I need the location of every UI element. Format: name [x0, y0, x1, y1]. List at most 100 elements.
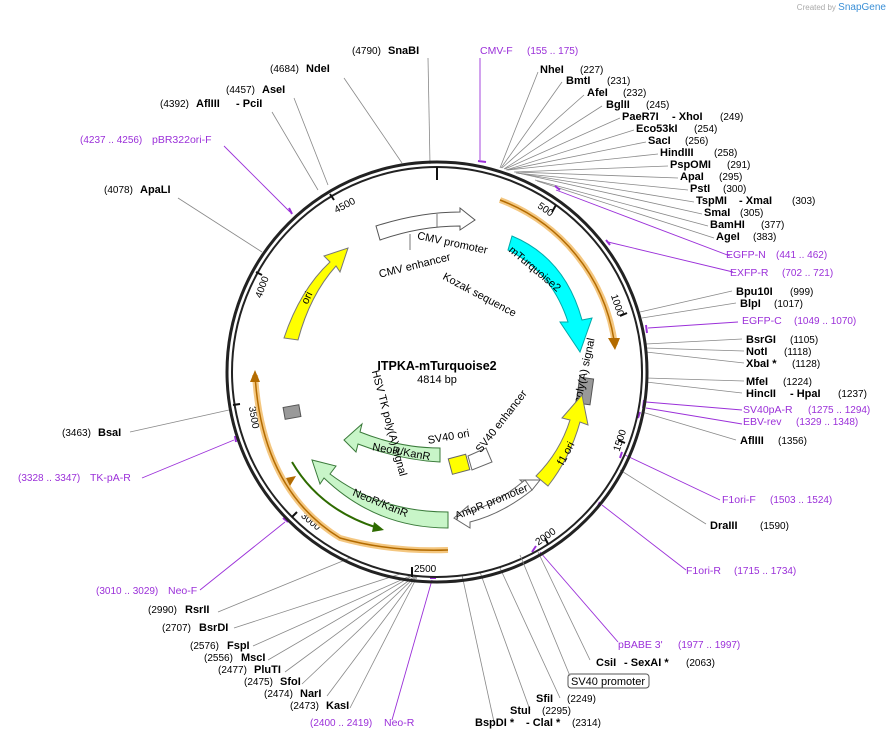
label-sv40-promoter: SV40 promoter [571, 676, 645, 688]
sv40-ori-box [447, 453, 471, 475]
enzyme-bamhi-pos: (377) [761, 220, 784, 231]
primer-exfp-r: EXFP-R [730, 267, 769, 279]
primer-pbabe-3: pBABE 3' [618, 639, 663, 651]
enzyme-xhoi-name: XhoI [679, 111, 703, 123]
enzyme-noti: NotI [746, 346, 767, 358]
enzyme-asei: AseI [262, 84, 285, 96]
enzyme-pspomi: PspOMI [670, 159, 711, 171]
enzyme-paer7i: PaeR7I [622, 111, 659, 123]
enzyme-afliii-right: AflIII [740, 435, 764, 447]
enzyme-stui-pos: (2295) [542, 706, 571, 717]
enzyme-afliii-left-pos: (4392) [160, 99, 189, 110]
enzyme-xbai-pos: (1128) [792, 359, 820, 370]
enzyme-fspi: FspI [227, 640, 250, 652]
neor-kanr-inner-arrow [343, 422, 441, 463]
enzyme-afliii-right-pos: (1356) [778, 436, 807, 447]
enzyme-nari-pos: (2474) [264, 689, 293, 700]
enzyme-bsrgi: BsrGI [746, 334, 776, 346]
enzyme-csii-pos: (2063) [686, 658, 715, 669]
credit-prefix: Created by [796, 3, 836, 12]
enzyme-eco53ki-pos: (254) [694, 124, 717, 135]
enzyme-sfoi-pos: (2475) [244, 677, 273, 688]
enzyme-clai-name: ClaI * [533, 717, 561, 729]
enzyme-saci-pos: (256) [685, 136, 708, 147]
enzyme-mfei-pos: (1224) [783, 377, 812, 388]
sv40-promoter-box-outline [567, 673, 650, 689]
primer-cmv-f: CMV-F [480, 45, 513, 57]
enzyme-afei: AfeI [587, 87, 608, 99]
enzyme-bspdi: BspDI * [475, 717, 515, 729]
tick-4000: 4000 [254, 275, 272, 300]
primer-egfp-n: EGFP-N [726, 249, 766, 261]
enzyme-snabi: SnaBI [388, 45, 419, 57]
primer-f1ori-r: F1ori-R [686, 565, 721, 577]
enzyme-stui: StuI [510, 705, 531, 717]
primer-f1ori-r-range: (1715 .. 1734) [734, 566, 796, 577]
enzyme-msci: MscI [241, 652, 265, 664]
primer-neo-r-range: (2400 .. 2419) [310, 718, 372, 729]
enzyme-apai-pos: (295) [719, 172, 742, 183]
enzyme-hincii-pos: (1237) [838, 389, 867, 400]
enzyme-hindiii-pos: (258) [714, 148, 737, 159]
enzyme-rsrii: RsrII [185, 604, 209, 616]
enzyme-leader-lines-left [129, 57, 431, 709]
enzyme-bsrgi-pos: (1105) [790, 335, 818, 346]
enzyme-kasi: KasI [326, 700, 349, 712]
plasmid-length: 4814 bp [417, 374, 457, 386]
primer-egfp-c-range: (1049 .. 1070) [794, 316, 856, 327]
primer-f1ori-f-range: (1503 .. 1524) [770, 495, 832, 506]
label-f1-ori: f1 ori [555, 440, 577, 467]
enzyme-bsrdi-pos: (2707) [162, 623, 191, 634]
snapgene-logo-text: SnapGene [838, 2, 886, 13]
enzyme-clai: - ClaI * [526, 717, 561, 729]
enzyme-apali-pos: (4078) [104, 185, 133, 196]
enzyme-xbai: XbaI * [746, 358, 777, 370]
primer-egfp-n-range: (441 .. 462) [776, 250, 827, 261]
tick-4500: 4500 [333, 196, 358, 216]
enzyme-noti-pos: (1118) [784, 347, 811, 358]
enzyme-bglii-pos: (245) [646, 100, 669, 111]
label-ori: ori [299, 290, 315, 306]
enzyme-fspi-pos: (2576) [190, 641, 219, 652]
plasmid-name: ITPKA-mTurquoise2 [377, 359, 496, 373]
label-ampr-promoter: AmpR promoter [453, 482, 530, 522]
enzyme-bamhi: BamHI [710, 219, 745, 231]
enzyme-ndei-pos: (4684) [270, 64, 299, 75]
primer-neo-f-range: (3010 .. 3029) [96, 586, 158, 597]
primer-tk-pa-r: TK-pA-R [90, 472, 131, 484]
enzyme-eco53ki: Eco53kI [636, 123, 678, 135]
enzyme-sexai: - SexAI * [624, 657, 669, 669]
primer-pbabe-3-range: (1977 .. 1997) [678, 640, 740, 651]
enzyme-bmti-pos: (231) [607, 76, 630, 87]
enzyme-draiii-pos: (1590) [760, 521, 789, 532]
enzyme-blpi-pos: (1017) [774, 299, 803, 310]
tick-2500: 2500 [414, 564, 437, 575]
ori-arrow [283, 247, 349, 341]
enzyme-apali: ApaLI [140, 184, 171, 196]
primer-ebv-rev: EBV-rev [743, 416, 782, 428]
enzyme-nhei-pos: (227) [580, 65, 603, 76]
enzyme-saci: SacI [648, 135, 671, 147]
ampr-promoter-arrow [453, 479, 533, 529]
neo-green-bar [291, 461, 379, 529]
enzyme-blpi: BlpI [740, 298, 761, 310]
primer-sv40pa-r-range: (1275 .. 1294) [808, 405, 870, 416]
enzyme-asei-pos: (4457) [226, 85, 255, 96]
primer-f1ori-f: F1ori-F [722, 494, 756, 506]
primer-labels: CMV-F (155 .. 175) EGFP-N (441 .. 462) E… [18, 45, 870, 729]
label-cmv-promoter: CMV promoter [416, 230, 489, 257]
enzyme-xmai: - XmaI [739, 195, 772, 207]
enzyme-msci-pos: (2556) [204, 653, 233, 664]
enzyme-bmti: BmtI [566, 75, 590, 87]
enzyme-bsai: BsaI [98, 427, 121, 439]
primer-pbr322ori-f-range: (4237 .. 4256) [80, 135, 142, 146]
enzyme-sfoi: SfoI [280, 676, 301, 688]
neor-kanr-outer-arrow [311, 459, 449, 529]
enzyme-kasi-pos: (2473) [290, 701, 319, 712]
enzyme-sfii: SfiI [536, 693, 553, 705]
backbone-outer-ring [225, 160, 649, 584]
enzyme-bpu10i-pos: (999) [790, 287, 813, 298]
label-sv40-enhancer: SV40 enhancer [474, 388, 530, 455]
